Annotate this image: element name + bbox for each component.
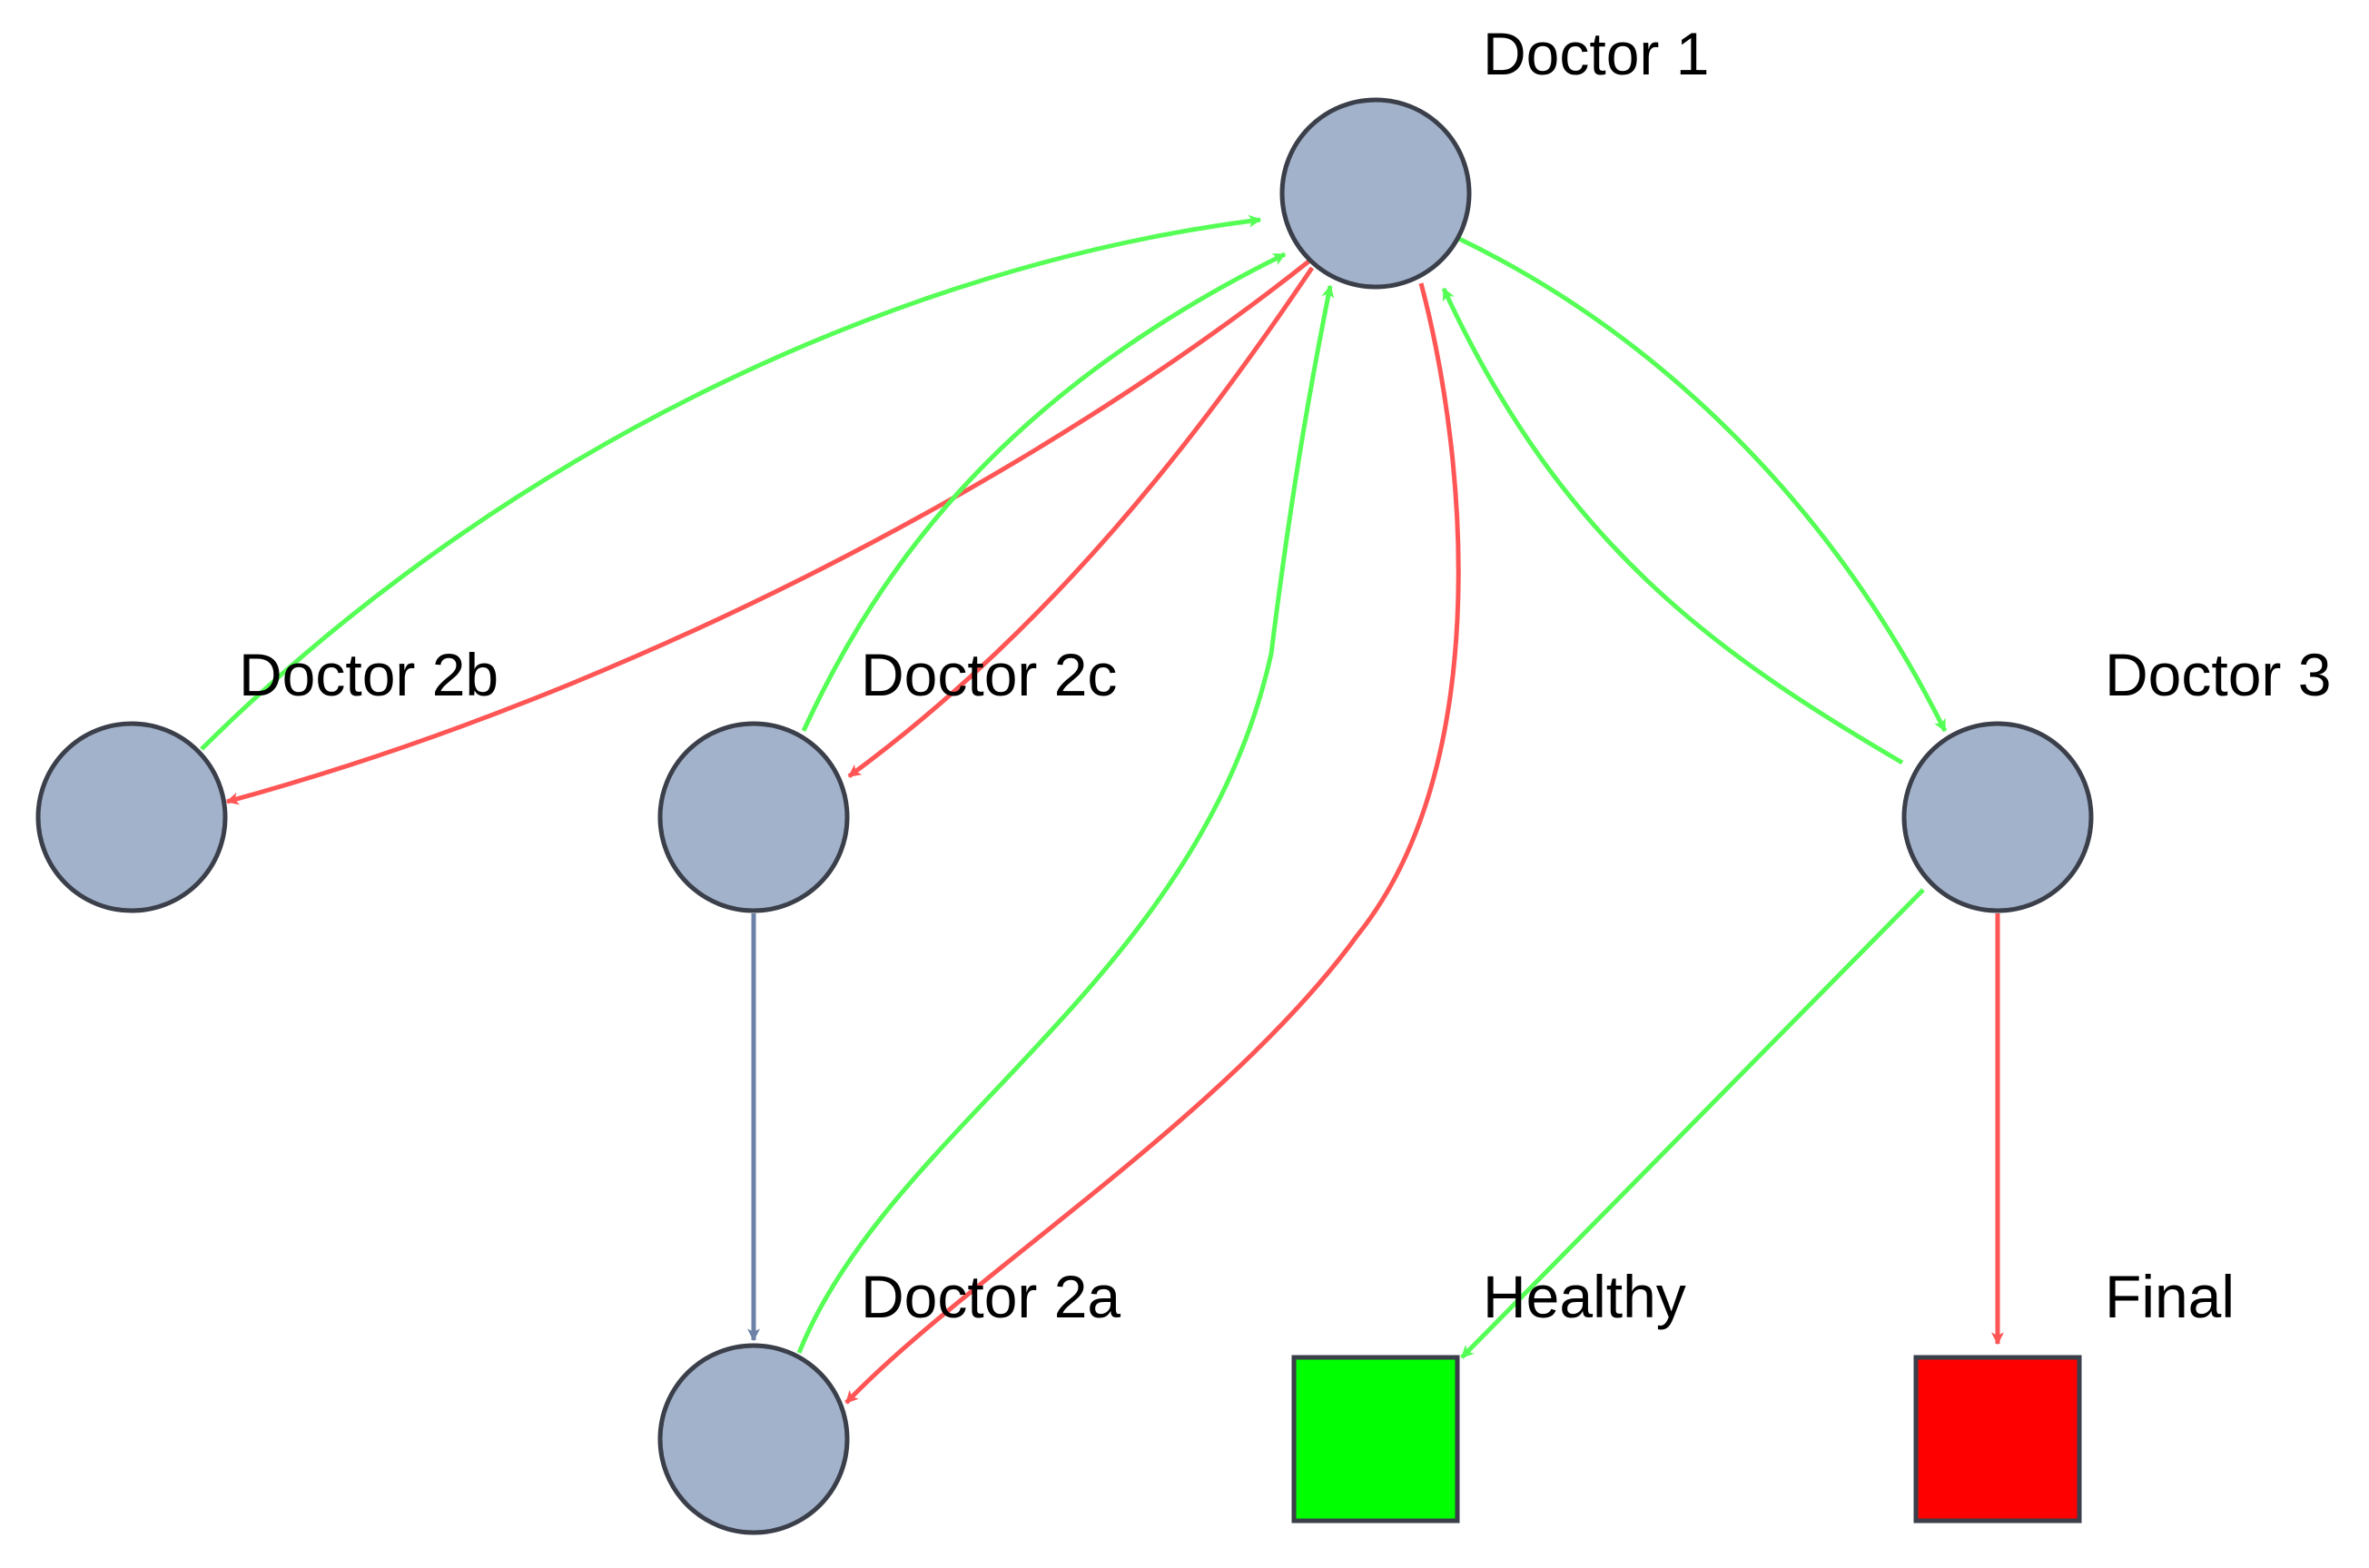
edges [200, 214, 2004, 1405]
edge-doctor3-to-doctor1 [1441, 287, 1904, 765]
node-doctor-1[interactable] [1279, 97, 1472, 290]
node-doctor-2c[interactable] [657, 721, 850, 913]
label-doctor-2a: Doctor 2a [861, 1263, 1120, 1330]
label-doctor-1: Doctor 1 [1483, 20, 1709, 87]
label-doctor-3: Doctor 3 [2105, 641, 2331, 708]
label-doctor-2c: Doctor 2c [861, 641, 1117, 708]
edge-doctor1-to-doctor2a [844, 282, 1461, 1405]
node-doctor-2b[interactable] [35, 721, 228, 913]
label-doctor-2b: Doctor 2b [239, 641, 498, 708]
nodes [35, 97, 2094, 1535]
node-labels: Doctor 1 Doctor 2b Doctor 2c Doctor 3 Do… [239, 20, 2331, 1330]
edge-doctor3-to-healthy [1460, 888, 1925, 1359]
node-final[interactable] [1913, 1355, 2082, 1524]
edge-doctor1-to-doctor2b [225, 257, 1314, 805]
node-healthy[interactable] [1291, 1355, 1460, 1524]
edge-doctor1-to-doctor3 [1456, 235, 1948, 733]
label-final: Final [2105, 1263, 2235, 1330]
edge-doctor2a-to-doctor1 [796, 284, 1335, 1354]
label-healthy: Healthy [1483, 1263, 1686, 1330]
node-doctor-3[interactable] [1901, 721, 2094, 913]
edge-doctor2b-to-doctor1 [200, 214, 1262, 751]
edge-doctor1-to-doctor2c [847, 266, 1315, 779]
node-doctor-2a[interactable] [657, 1343, 850, 1535]
edge-doctor2c-to-doctor1 [801, 251, 1287, 733]
